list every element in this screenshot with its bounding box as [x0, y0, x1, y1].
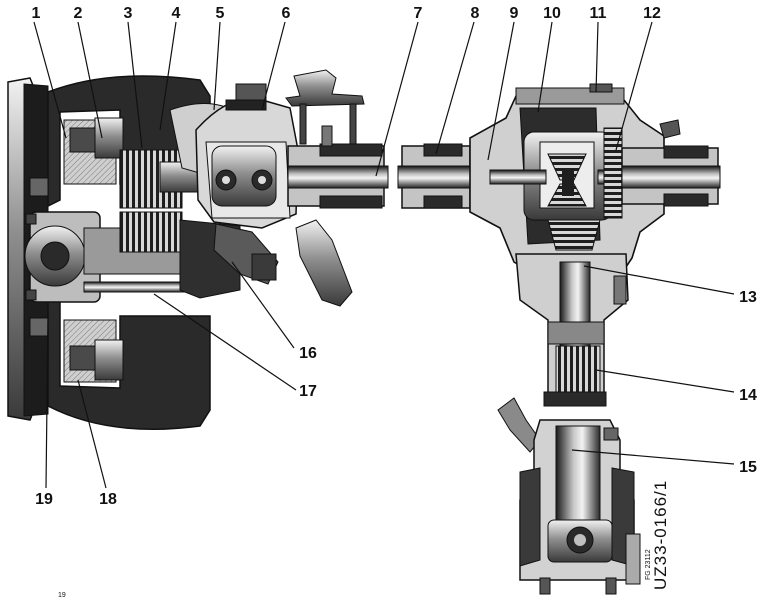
bottom-left-mark: 19 [58, 592, 66, 599]
pinion-housing [515, 253, 629, 407]
callout-numbers: 1 2 3 4 5 6 7 8 9 10 11 12 13 14 15 16 1… [32, 5, 757, 508]
callout-8: 8 [471, 5, 480, 22]
callout-7: 7 [414, 5, 423, 22]
callout-10: 10 [543, 5, 561, 22]
callout-13: 13 [739, 289, 757, 306]
callout-1: 1 [32, 5, 41, 22]
leader-lines [33, 21, 735, 489]
callout-4: 4 [172, 5, 181, 22]
left-axle-tube [285, 69, 389, 209]
callout-5: 5 [216, 5, 225, 22]
drawing-code: UZ33-0166/1 [651, 480, 670, 590]
callout-3: 3 [124, 5, 133, 22]
right-half-shaft [621, 119, 721, 207]
callout-2: 2 [74, 5, 83, 22]
callout-18: 18 [99, 491, 117, 508]
callout-14: 14 [739, 387, 757, 404]
callout-15: 15 [739, 459, 757, 476]
knuckle-joint [195, 83, 353, 307]
callout-6: 6 [282, 5, 291, 22]
propeller-shaft-housing [497, 397, 641, 595]
small-drawing-code: FG 23112 [645, 549, 652, 580]
differential-housing [469, 83, 665, 279]
callout-19: 19 [35, 491, 53, 508]
callout-11: 11 [590, 5, 607, 22]
callout-16: 16 [299, 345, 317, 362]
callout-12: 12 [643, 5, 661, 22]
callout-9: 9 [510, 5, 519, 22]
callout-17: 17 [299, 383, 317, 400]
